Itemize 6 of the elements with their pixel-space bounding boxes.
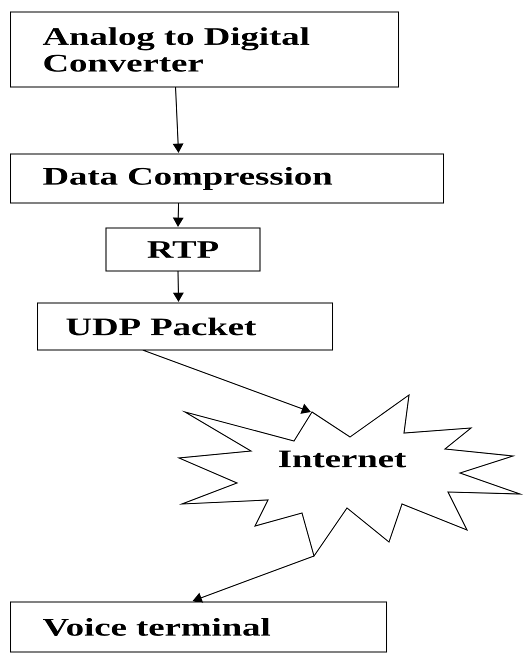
process-box: RTP xyxy=(105,227,261,272)
process-box: Voice terminal xyxy=(10,601,388,653)
arrow xyxy=(142,350,311,414)
process-box: UDP Packet xyxy=(37,302,334,351)
process-box: Data Compression xyxy=(10,153,444,204)
process-box: Analog to Digital Converter xyxy=(10,11,400,88)
